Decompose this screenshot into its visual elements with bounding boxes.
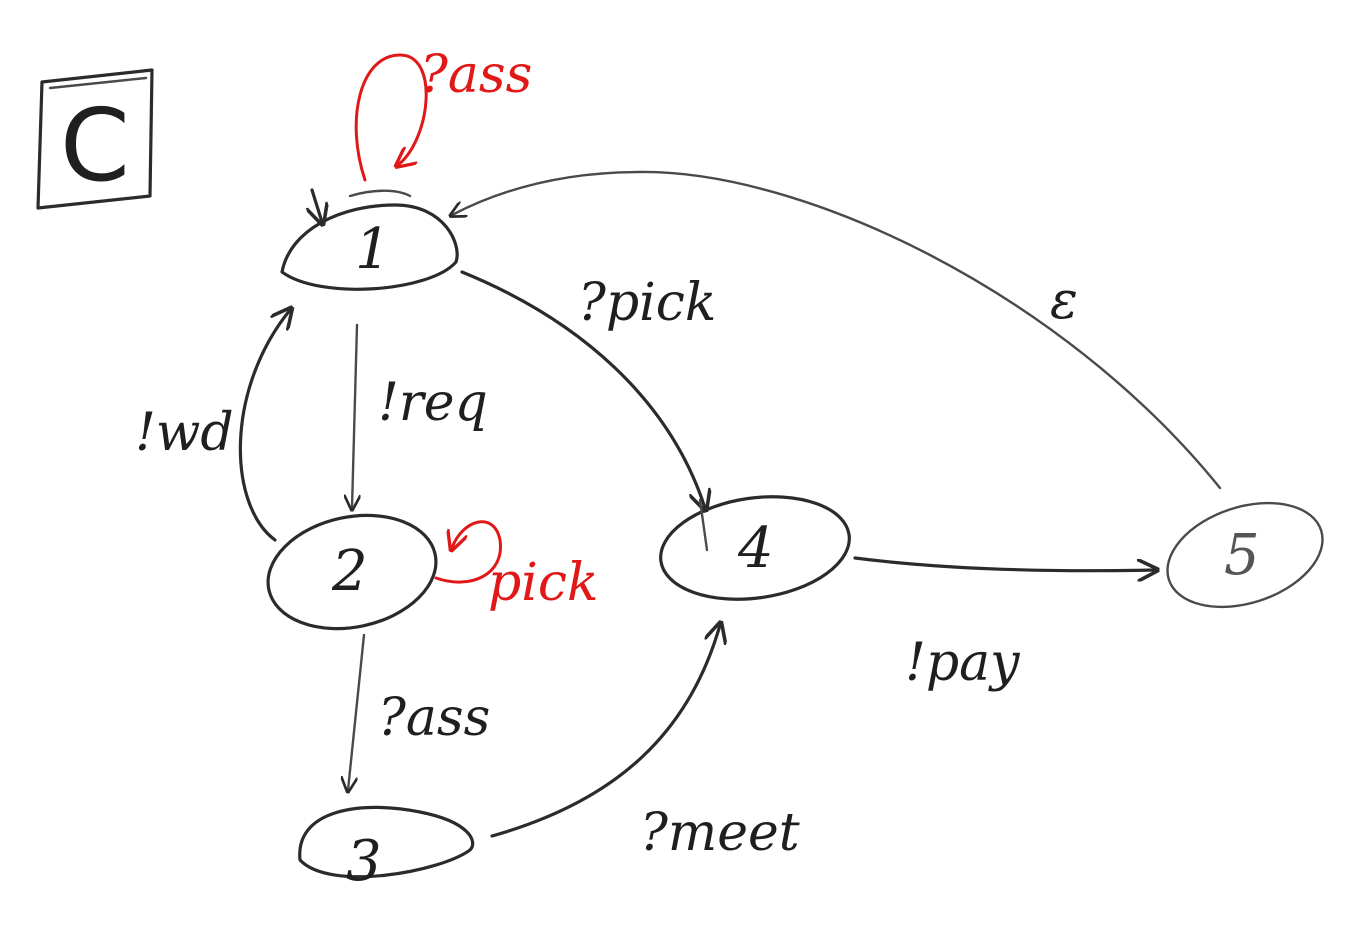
edge-5-1-label: ε [1050, 271, 1078, 331]
edge-5-1: ε [452, 170, 1222, 490]
state-2-label: 2 [331, 539, 368, 604]
edge-2-1-label: !wd [135, 403, 234, 463]
state-4: 4 [659, 495, 851, 601]
edge-1-2-label: !req [378, 373, 488, 433]
initial-arrow [312, 188, 322, 222]
state-3-label: 3 [346, 829, 382, 894]
title-box: C [36, 68, 154, 210]
state-5: 5 [1166, 501, 1324, 609]
red-loop-state-1: ?ass [354, 45, 532, 182]
state-5-label: 5 [1224, 523, 1260, 588]
edge-4-5: !pay [853, 556, 1155, 693]
edge-4-5-label: !pay [905, 633, 1020, 693]
edge-1-4-label: ?pick [578, 273, 716, 333]
state-3: 3 [298, 805, 475, 894]
state-1: 1 [280, 188, 459, 291]
red-loop-state-1-label: ?ass [420, 45, 532, 105]
state-1-label: 1 [355, 217, 391, 282]
state-2: 2 [266, 513, 438, 631]
edge-1-4: ?pick [460, 270, 716, 552]
state-4-label: 4 [737, 516, 774, 581]
title-label: C [60, 87, 130, 204]
edge-1-2: !req [352, 323, 488, 508]
edge-2-3: ?ass [348, 633, 490, 790]
edge-2-3-label: ?ass [378, 688, 490, 748]
edge-2-1: !wd [135, 310, 290, 542]
edge-3-4-label: ?meet [640, 803, 800, 863]
red-loop-state-2: pick [434, 520, 599, 613]
red-loop-state-2-label: pick [488, 553, 599, 613]
edge-3-4: ?meet [490, 625, 800, 863]
